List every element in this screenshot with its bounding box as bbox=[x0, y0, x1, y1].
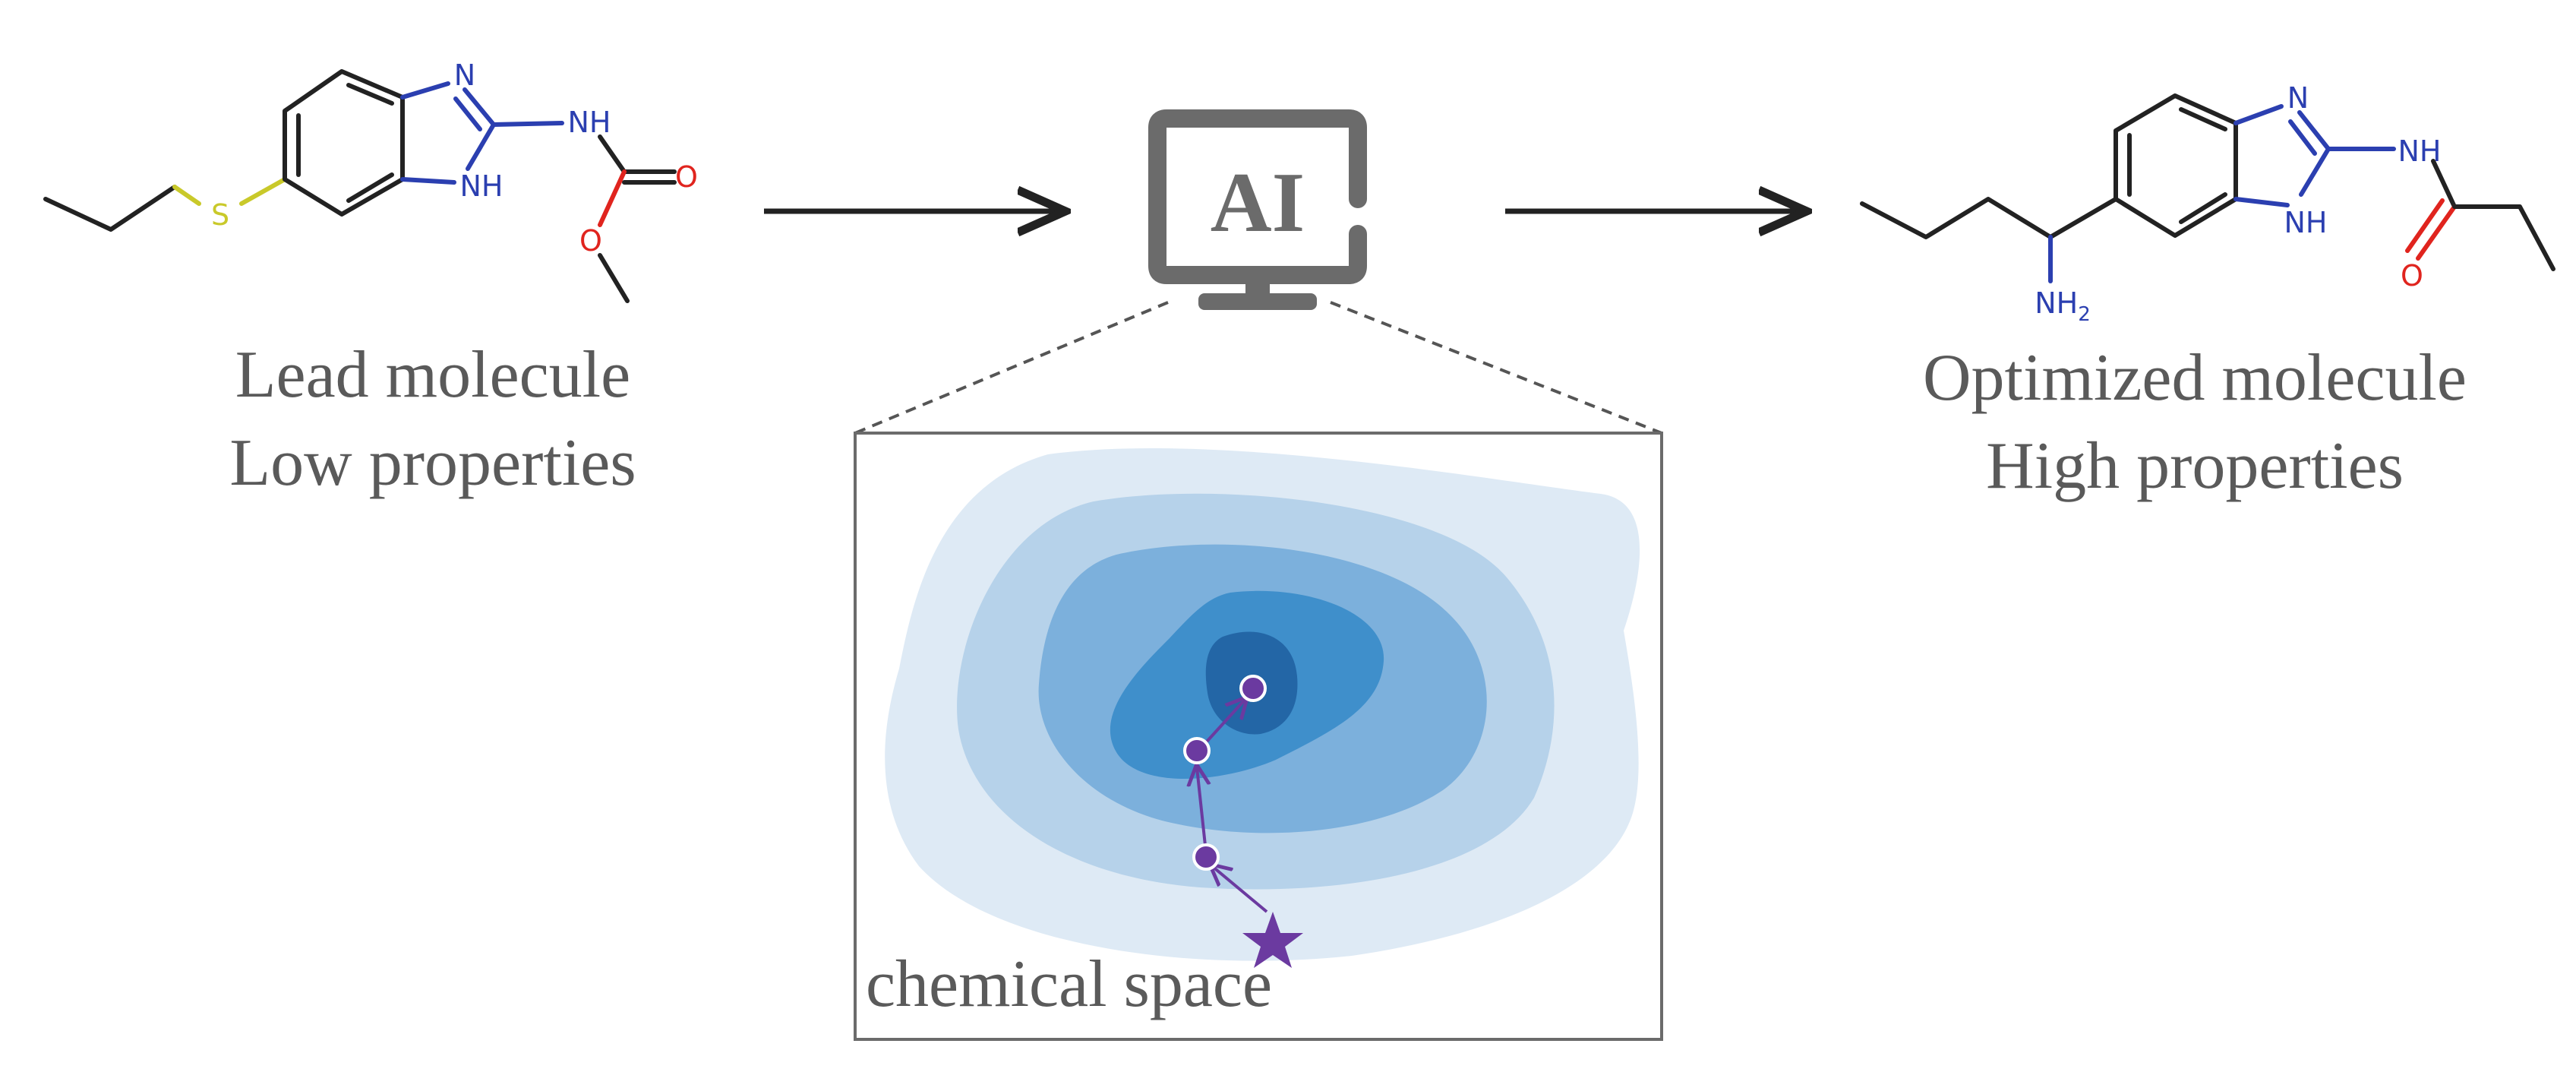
optimized-amine-nh: NH bbox=[2035, 286, 2078, 320]
path-point-1 bbox=[1192, 843, 1220, 871]
lead-caption-line1: Lead molecule bbox=[235, 338, 631, 412]
path-segment-1 bbox=[1212, 866, 1268, 913]
lead-ring-n-atom: N bbox=[454, 59, 475, 92]
optimized-amine-subscript: 2 bbox=[2078, 303, 2091, 326]
path-segment-2 bbox=[1197, 767, 1206, 853]
lead-carbonyl-o-atom: O bbox=[675, 160, 698, 194]
optimized-amine-atom: NH2 bbox=[2035, 286, 2091, 326]
lead-caption: Lead molecule Low properties bbox=[167, 331, 699, 508]
optimized-caption: Optimized molecule High properties bbox=[1853, 334, 2537, 511]
lead-bond-s-ring bbox=[239, 177, 287, 206]
lead-benzene-ring bbox=[283, 69, 405, 217]
optimized-amide-nh-atom: NH bbox=[2398, 134, 2442, 168]
optimized-caption-line1: Optimized molecule bbox=[1923, 341, 2467, 415]
computer-monitor-icon: AI bbox=[1148, 109, 1367, 310]
star-icon bbox=[1242, 912, 1303, 968]
path-point-3 bbox=[1239, 675, 1267, 702]
lead-propyl-chain bbox=[43, 185, 177, 232]
contour-map bbox=[885, 448, 1640, 961]
optimization-path bbox=[1197, 699, 1268, 913]
optimized-ring-nh-atom: NH bbox=[2284, 206, 2328, 239]
optimized-molecule-structure bbox=[1860, 93, 2555, 283]
lead-molecule-structure bbox=[43, 69, 677, 303]
lead-sulfur-atom: S bbox=[211, 198, 229, 232]
chemical-space-label: chemical space bbox=[866, 947, 1273, 1021]
optimized-carbonyl-o-atom: O bbox=[2401, 259, 2423, 293]
path-segment-3 bbox=[1198, 699, 1245, 751]
lead-ring-nh-atom: NH bbox=[460, 169, 504, 203]
optimized-atom-labels: N NH NH O NH2 bbox=[2035, 81, 2441, 326]
zoom-line-right bbox=[1330, 301, 1662, 435]
chemical-space-panel bbox=[854, 432, 1663, 1041]
optimized-propyl-chain bbox=[1860, 197, 2053, 239]
lead-ether-o-atom: O bbox=[579, 224, 602, 258]
optimized-benzene-ring bbox=[2114, 93, 2238, 238]
lead-bond-c-s bbox=[172, 185, 201, 206]
zoom-line-left bbox=[854, 301, 1169, 435]
optimized-caption-line2: High properties bbox=[1986, 429, 2404, 503]
optimized-ring-n-atom: N bbox=[2287, 81, 2309, 115]
lead-amide-nh-atom: NH bbox=[568, 106, 611, 139]
optimization-points bbox=[1183, 675, 1267, 871]
path-point-2 bbox=[1183, 737, 1211, 764]
ai-label: AI bbox=[1211, 156, 1305, 250]
lead-caption-line2: Low properties bbox=[229, 426, 636, 500]
lead-atom-labels: S N NH NH O O bbox=[211, 59, 698, 258]
